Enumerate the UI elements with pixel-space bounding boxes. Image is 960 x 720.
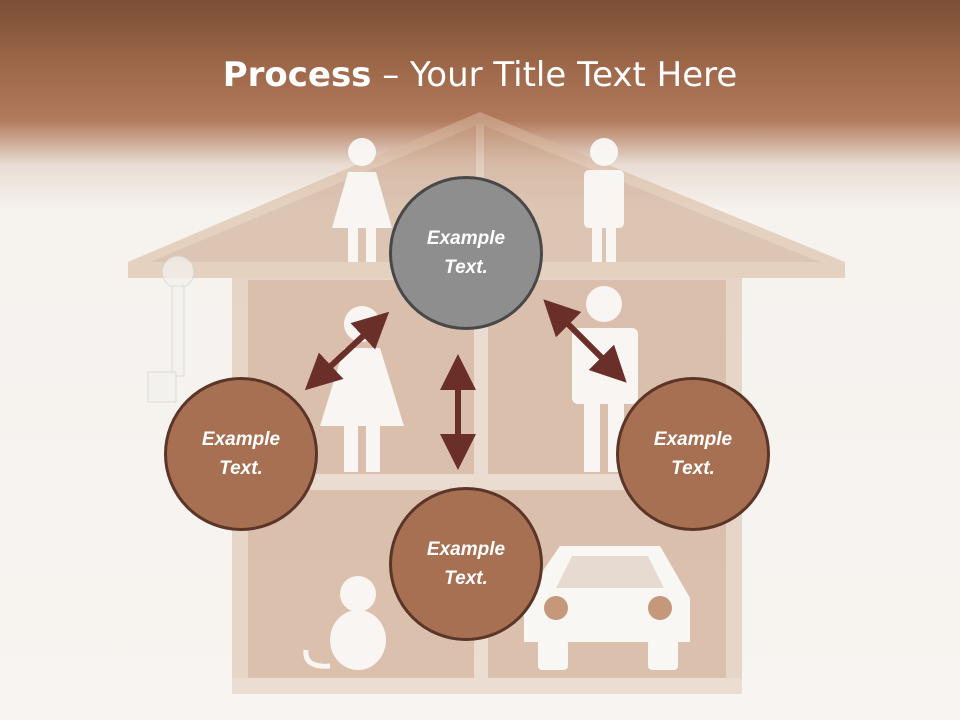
- key-icon: [147, 255, 195, 403]
- node-right-line2: Text.: [671, 458, 715, 479]
- arrow-top-right: [543, 299, 627, 383]
- node-right: Example Text.: [616, 377, 770, 531]
- node-bottom: Example Text.: [389, 487, 543, 641]
- node-top-line1: Example: [426, 228, 506, 249]
- boy-figure-icon: [584, 138, 624, 262]
- node-top-line2: Text.: [444, 257, 488, 278]
- node-bottom-line2: Text.: [444, 568, 488, 589]
- node-left: Example Text.: [164, 377, 318, 531]
- arrow-top-left: [304, 311, 390, 391]
- title-bold: Process: [222, 55, 372, 95]
- node-left-line2: Text.: [219, 458, 263, 479]
- page-title: Process – Your Title Text Here: [0, 52, 960, 98]
- dog-figure-icon: [303, 576, 386, 670]
- node-bottom-line1: Example: [426, 539, 506, 560]
- car-figure-icon: [524, 546, 690, 670]
- node-right-line1: Example: [653, 429, 733, 450]
- node-top: Example Text.: [389, 176, 543, 330]
- title-rest: – Your Title Text Here: [371, 55, 738, 95]
- girl-figure-icon: [332, 138, 392, 262]
- node-left-line1: Example: [201, 429, 281, 450]
